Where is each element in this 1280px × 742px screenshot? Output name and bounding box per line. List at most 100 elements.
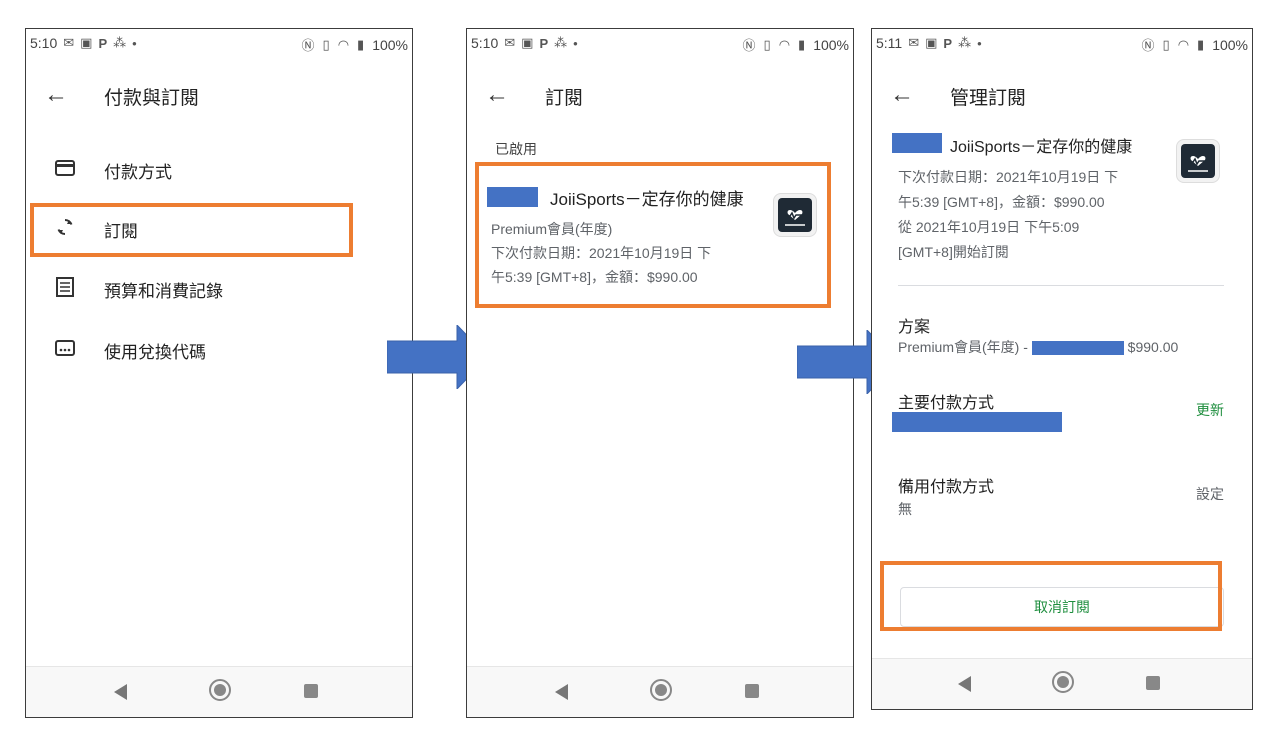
page-title: 付款與訂閱 xyxy=(104,88,200,109)
status-time: 5:10 xyxy=(471,35,499,51)
nav-back-icon[interactable] xyxy=(555,684,568,700)
menu-item-label: 預算和消費記錄 xyxy=(104,282,223,301)
nfc-icon: Ⓝ xyxy=(1141,38,1155,53)
back-arrow-icon[interactable]: ← xyxy=(890,81,914,108)
backup-payment-title: 備用付款方式 xyxy=(898,479,995,496)
more-dot-icon: • xyxy=(977,35,982,51)
app-bar: ← 管理訂閱 xyxy=(872,75,1252,115)
nav-recents-icon[interactable] xyxy=(745,684,759,698)
billing-line-2: 午5:39 [GMT+8]，金額：$990.00 xyxy=(491,269,698,285)
redeem-code-icon xyxy=(54,337,76,359)
back-arrow-icon[interactable]: ← xyxy=(485,81,509,108)
highlight-box-subscription-card xyxy=(475,162,831,308)
detail-line-3: 從 2021年10月19日 下午5:09 xyxy=(898,219,1080,235)
status-bar: 5:10 ✉ ▣ P ⁂ • Ⓝ ▯ ◠ ▮ 100% xyxy=(467,29,853,57)
vibrate-icon: ▯ xyxy=(322,36,330,52)
status-bar: 5:10 ✉ ▣ P ⁂ • Ⓝ ▯ ◠ ▮ 100% xyxy=(26,29,412,57)
redacted-block xyxy=(892,412,1062,432)
menu-item-label: 付款方式 xyxy=(104,163,172,182)
redacted-block xyxy=(1031,341,1124,356)
detail-line-4: [GMT+8]開始訂閱 xyxy=(898,244,1009,260)
redacted-block xyxy=(487,187,538,207)
status-time: 5:11 xyxy=(876,35,903,51)
phone-screen-payments: 5:10 ✉ ▣ P ⁂ • Ⓝ ▯ ◠ ▮ 100% ← 付款與訂閱 付款方式… xyxy=(25,28,413,718)
menu-item-payment-methods[interactable]: 付款方式 xyxy=(26,153,412,183)
nav-home-icon[interactable] xyxy=(650,679,672,701)
plan-value: Premium會員(年度) - $990.00 xyxy=(898,337,1178,357)
credit-card-icon xyxy=(54,157,76,179)
battery-level: 100% xyxy=(1212,36,1248,53)
vibrate-icon: ▯ xyxy=(1162,36,1170,52)
status-time: 5:10 xyxy=(30,35,58,51)
sync-icon xyxy=(54,216,76,238)
gmail-icon: ✉ xyxy=(504,35,516,50)
app-notification-icon: ▣ xyxy=(521,35,534,50)
notification-icon: ⁂ xyxy=(113,35,127,50)
backup-payment-value: 無 xyxy=(898,501,912,517)
app-notification-icon: ▣ xyxy=(80,35,93,50)
app-bar: ← 訂閱 xyxy=(467,75,853,115)
heart-rate-runners-icon xyxy=(1181,144,1215,178)
menu-item-budget-history[interactable]: 預算和消費記錄 xyxy=(26,272,412,302)
page-title: 管理訂閱 xyxy=(950,88,1027,109)
parking-icon: P xyxy=(943,35,953,51)
notification-icon: ⁂ xyxy=(554,35,568,50)
divider xyxy=(898,285,1224,286)
gmail-icon: ✉ xyxy=(908,35,920,50)
vibrate-icon: ▯ xyxy=(763,36,771,52)
primary-payment-title: 主要付款方式 xyxy=(898,395,995,412)
parking-icon: P xyxy=(98,35,108,51)
wifi-icon: ◠ xyxy=(337,36,350,52)
wifi-icon: ◠ xyxy=(778,36,791,52)
app-name: JoiiSports－定存你的健康 xyxy=(550,190,744,209)
section-label-active: 已啟用 xyxy=(495,141,537,157)
page-title: 訂閱 xyxy=(545,88,584,109)
set-backup-payment-link[interactable]: 設定 xyxy=(1196,486,1224,502)
nav-recents-icon[interactable] xyxy=(1146,676,1160,690)
heart-rate-runners-icon xyxy=(778,198,812,232)
detail-line-2: 午5:39 [GMT+8]，金額：$990.00 xyxy=(898,194,1105,210)
battery-level: 100% xyxy=(813,36,849,53)
nfc-icon: Ⓝ xyxy=(742,38,756,53)
subscription-card[interactable]: JoiiSports－定存你的健康 Premium會員(年度) 下次付款日期：2… xyxy=(477,163,829,303)
plan-name: Premium會員(年度) xyxy=(491,221,613,237)
plan-value-prefix: Premium會員(年度) - xyxy=(898,339,1028,355)
nav-recents-icon[interactable] xyxy=(304,684,318,698)
receipt-icon xyxy=(54,276,76,298)
detail-line-1: 下次付款日期：2021年10月19日 下 xyxy=(898,169,1119,185)
nav-home-icon[interactable] xyxy=(1052,671,1074,693)
system-nav-bar xyxy=(467,666,853,717)
more-dot-icon: • xyxy=(573,35,578,51)
menu-item-subscriptions[interactable]: 訂閱 xyxy=(26,212,412,242)
nav-back-icon[interactable] xyxy=(114,684,127,700)
app-icon xyxy=(1176,139,1220,183)
highlight-box-cancel-subscription xyxy=(880,561,1222,631)
menu-item-redeem-code[interactable]: 使用兌換代碼 xyxy=(26,333,412,363)
battery-icon: ▮ xyxy=(798,36,806,52)
nav-home-icon[interactable] xyxy=(209,679,231,701)
menu-item-label: 使用兌換代碼 xyxy=(104,343,206,362)
app-bar: ← 付款與訂閱 xyxy=(26,75,412,115)
battery-icon: ▮ xyxy=(357,36,365,52)
back-arrow-icon[interactable]: ← xyxy=(44,81,68,108)
wifi-icon: ◠ xyxy=(1177,36,1190,52)
menu-item-label: 訂閱 xyxy=(104,222,138,241)
parking-icon: P xyxy=(539,35,549,51)
phone-screen-manage-subscription: 5:11 ✉ ▣ P ⁂ • Ⓝ ▯ ◠ ▮ 100% ← 管理訂閱 JoiiS… xyxy=(871,28,1253,710)
system-nav-bar xyxy=(872,658,1252,709)
plan-price: $990.00 xyxy=(1127,339,1179,355)
billing-line-1: 下次付款日期：2021年10月19日 下 xyxy=(491,245,712,261)
system-nav-bar xyxy=(26,666,412,717)
cancel-subscription-button[interactable]: 取消訂閱 xyxy=(900,587,1224,627)
redacted-block xyxy=(892,133,942,153)
status-bar: 5:11 ✉ ▣ P ⁂ • Ⓝ ▯ ◠ ▮ 100% xyxy=(872,29,1252,57)
update-payment-link[interactable]: 更新 xyxy=(1196,402,1224,418)
app-name: JoiiSports－定存你的健康 xyxy=(950,139,1133,156)
notification-icon: ⁂ xyxy=(958,35,972,50)
cancel-subscription-label: 取消訂閱 xyxy=(1034,599,1090,615)
nav-back-icon[interactable] xyxy=(958,676,971,692)
gmail-icon: ✉ xyxy=(63,35,75,50)
phone-screen-subscriptions: 5:10 ✉ ▣ P ⁂ • Ⓝ ▯ ◠ ▮ 100% ← 訂閱 已啟用 Joi… xyxy=(466,28,854,718)
app-icon xyxy=(773,193,817,237)
more-dot-icon: • xyxy=(132,35,137,51)
